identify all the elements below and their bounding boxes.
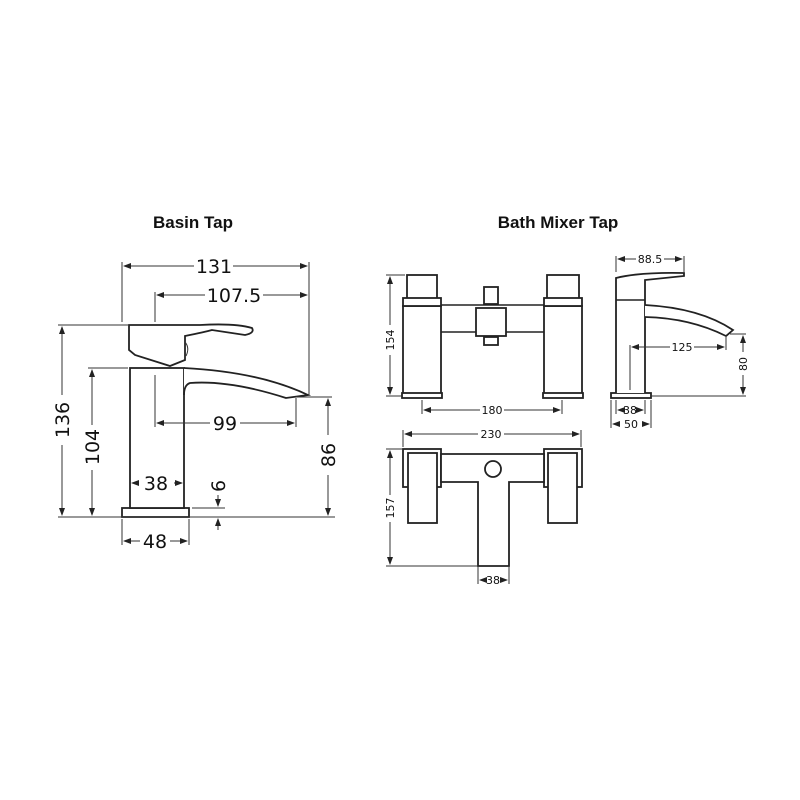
svg-text:104: 104 (82, 429, 104, 465)
bath-mixer-front-view: 154 180 (384, 274, 584, 417)
svg-text:50: 50 (624, 418, 638, 431)
svg-text:80: 80 (737, 357, 750, 371)
basin-tap-title: Basin Tap (153, 213, 233, 232)
basin-tap-drawing: Basin Tap 131 107.5 136 (52, 213, 340, 553)
svg-text:157: 157 (384, 498, 397, 519)
basin-tap-dimensions: 131 107.5 136 104 99 (52, 256, 340, 553)
svg-text:38: 38 (486, 574, 500, 587)
bath-mixer-top-view: 230 157 38 (384, 428, 583, 587)
svg-text:88.5: 88.5 (638, 253, 663, 266)
svg-text:154: 154 (384, 330, 397, 351)
bath-mixer-title: Bath Mixer Tap (498, 213, 619, 232)
svg-text:136: 136 (52, 402, 74, 438)
svg-text:48: 48 (143, 531, 167, 553)
svg-text:230: 230 (481, 428, 502, 441)
svg-text:107.5: 107.5 (207, 285, 261, 307)
svg-text:38: 38 (623, 404, 637, 417)
svg-text:86: 86 (318, 443, 340, 467)
svg-text:180: 180 (482, 404, 503, 417)
svg-text:125: 125 (672, 341, 693, 354)
svg-text:6: 6 (208, 480, 230, 492)
bath-mixer-side-view: 88.5 125 80 38 50 (610, 253, 750, 431)
svg-text:131: 131 (196, 256, 232, 278)
svg-text:38: 38 (144, 473, 168, 495)
bath-mixer-drawing: Bath Mixer Tap 154 (384, 213, 750, 587)
svg-text:99: 99 (213, 413, 237, 435)
